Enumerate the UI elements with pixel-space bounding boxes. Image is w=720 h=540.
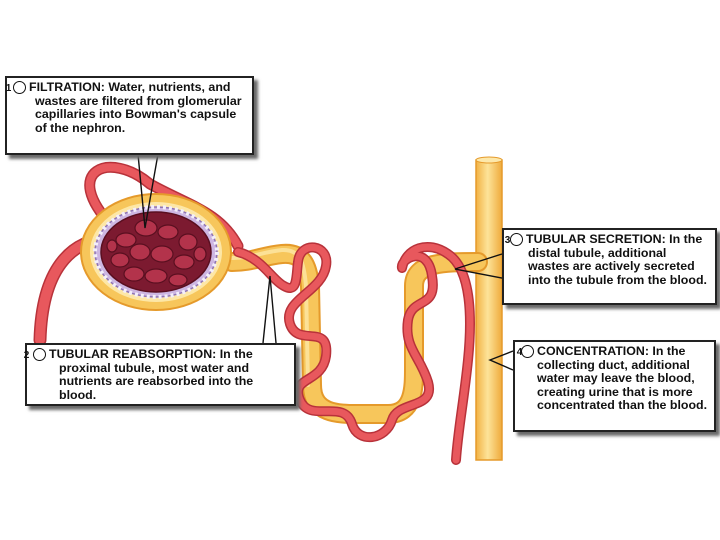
leader-lines <box>137 153 514 371</box>
step-number-3-icon: 3 <box>505 233 523 246</box>
secretion-text: In the distal tubule, additional wastes … <box>528 232 707 287</box>
collecting-duct <box>475 156 503 461</box>
step-number-4-icon: 4 <box>517 345 534 358</box>
step-number-1-icon: 1 <box>6 81 26 94</box>
filtration-heading: FILTRATION: <box>29 80 105 94</box>
step-number-2-icon: 2 <box>24 348 46 361</box>
reabsorption-text: In the proximal tubule, most water and n… <box>59 347 254 402</box>
reabsorption-heading: TUBULAR REABSORPTION: <box>49 347 217 361</box>
glomerulus <box>106 219 207 287</box>
secretion-heading: TUBULAR SECRETION: <box>526 232 666 246</box>
filtration-text: Water, nutrients, and wastes are filtere… <box>35 80 242 135</box>
concentration-heading: CONCENTRATION: <box>537 344 649 358</box>
concentration-text: In the collecting duct, additional water… <box>537 344 708 413</box>
